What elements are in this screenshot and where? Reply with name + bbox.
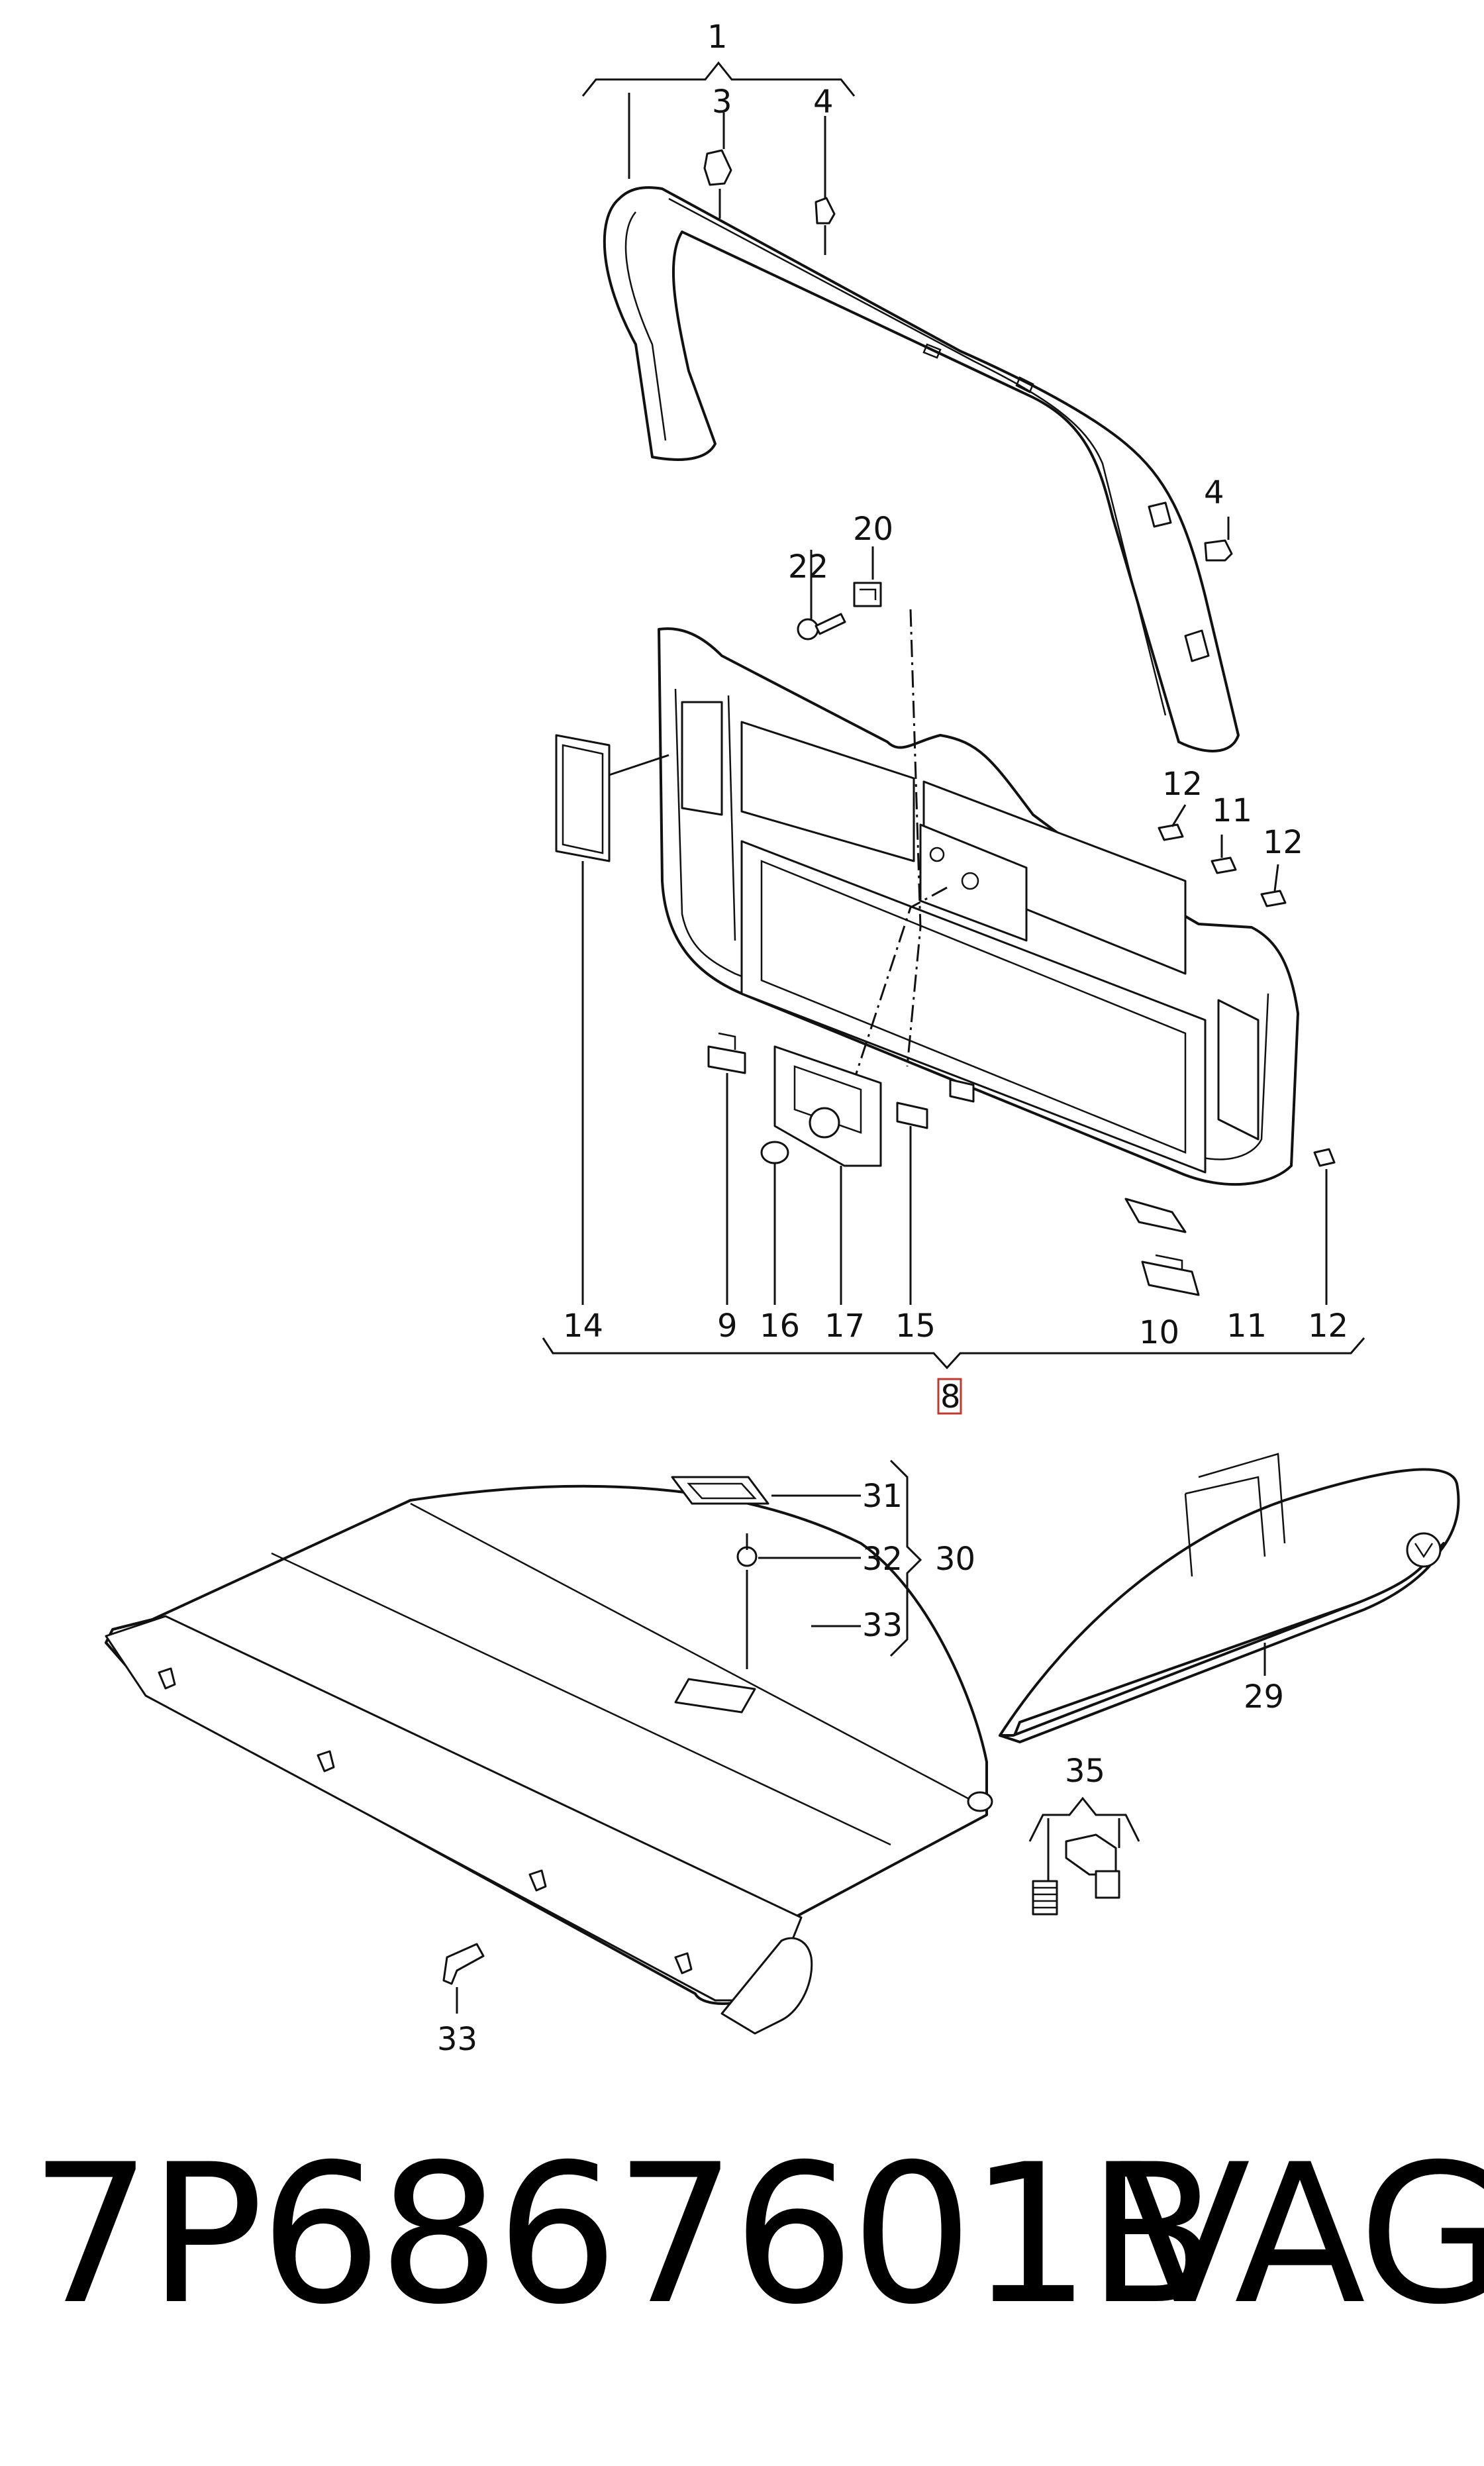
storage-bag [999, 1453, 1460, 1743]
clip-33-icon [442, 1943, 485, 1985]
cover-15-icon [896, 1078, 975, 1129]
callout-17: 17 [824, 1308, 865, 1345]
plug-16-icon [760, 1141, 789, 1164]
callout-12-a: 12 [1162, 766, 1203, 803]
callout-35: 35 [1065, 1753, 1105, 1790]
callout-12-c: 12 [1308, 1308, 1348, 1345]
callout-9: 9 [717, 1308, 738, 1345]
callout-29: 29 [1244, 1678, 1284, 1716]
bracket-35-icon [1065, 1833, 1120, 1899]
callout-11-b: 11 [1226, 1308, 1267, 1345]
callout-15: 15 [895, 1308, 936, 1345]
callout-33-b: 33 [437, 2021, 477, 2058]
handle-10-icon [1141, 1254, 1200, 1296]
callout-22: 22 [788, 548, 828, 586]
callout-14: 14 [563, 1308, 603, 1345]
tailgate-trim-panel [658, 627, 1299, 1233]
callout-16: 16 [760, 1308, 800, 1345]
clip-11-icon [1211, 856, 1237, 874]
callout-labels: 1 3 4 4 20 22 12 11 12 14 9 16 17 15 10 … [437, 19, 1348, 2058]
upper-trim-frame [603, 186, 1240, 752]
leader-lines [456, 61, 1365, 2014]
handle-31-icon [671, 1476, 769, 1505]
callout-1: 1 [707, 19, 728, 56]
clip-20-icon [853, 582, 882, 607]
callout-11-a: 11 [1212, 792, 1252, 829]
clip-3-icon [703, 149, 732, 219]
part-number: 7P6867601B [30, 2124, 1219, 2347]
callout-33-a: 33 [862, 1607, 903, 1644]
callout-10: 10 [1139, 1314, 1179, 1351]
spring-35-icon [1032, 1880, 1058, 1916]
callout-8: 8 [940, 1378, 961, 1415]
callout-31: 31 [862, 1478, 903, 1515]
clip-12c-icon [1313, 1148, 1336, 1167]
guide-line [906, 609, 922, 1067]
clip-12b-icon [1260, 890, 1287, 907]
screw-22-icon [797, 613, 846, 641]
callout-30: 30 [935, 1541, 975, 1578]
brand-label: VAG [1119, 2124, 1484, 2347]
callout-32: 32 [862, 1541, 903, 1578]
callout-4-right: 4 [1204, 474, 1224, 511]
callout-4-top: 4 [813, 83, 834, 121]
guide-line-2 [853, 886, 948, 1080]
clip-4-right-icon [1204, 539, 1233, 562]
screw-32-icon [736, 1533, 758, 1567]
highlight-box [937, 1378, 962, 1415]
callout-3: 3 [712, 83, 732, 121]
clip-9-icon [707, 1032, 746, 1074]
cover-14-icon [555, 734, 669, 862]
luggage-cover [105, 1484, 993, 2035]
clip-4-top-icon [815, 197, 836, 255]
clip-12-icon [1158, 823, 1184, 841]
callout-20: 20 [853, 511, 893, 548]
callout-12-b: 12 [1263, 824, 1303, 861]
bezel-17-icon [773, 1045, 882, 1167]
